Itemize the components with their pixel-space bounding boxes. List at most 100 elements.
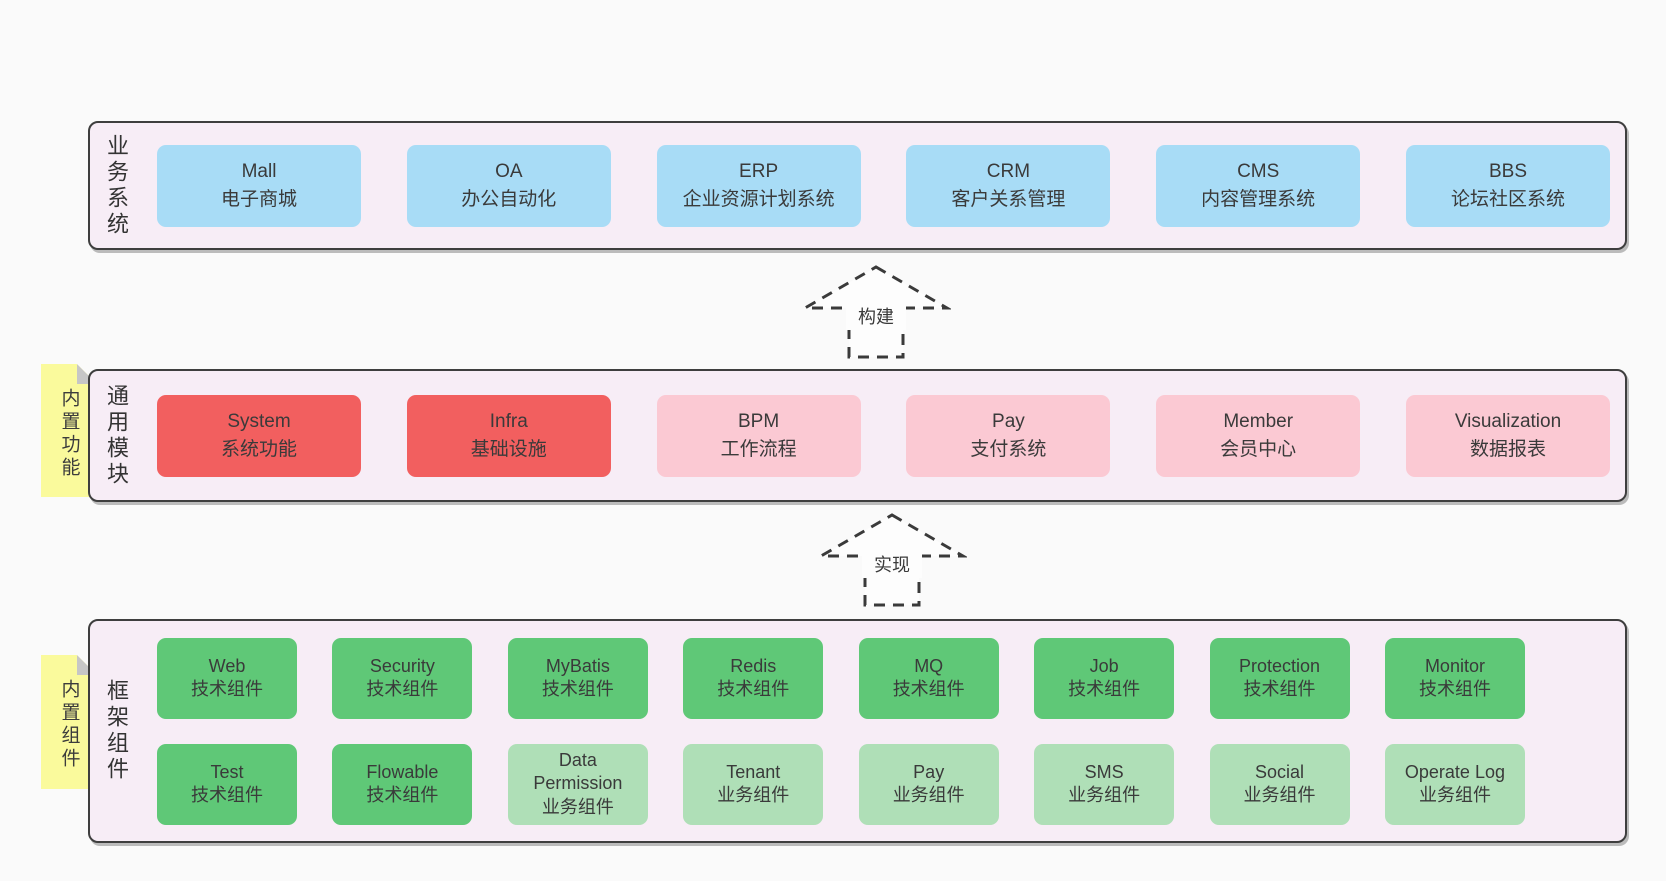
box-subtitle: 论坛社区系统	[1450, 188, 1565, 210]
box-subtitle: 会员中心	[1220, 438, 1297, 460]
box-redis: Redis 技术组件	[683, 637, 824, 719]
box-monitor: Monitor 技术组件	[1384, 637, 1525, 719]
box-name: BBS	[1488, 160, 1527, 182]
box-subtitle: 技术组件	[366, 679, 439, 699]
common-modules-panel: 通用模块 System 系统功能 Infra 基础设施 BPM 工作流程 Pay…	[88, 369, 1627, 502]
box-subtitle: 办公自动化	[461, 188, 557, 210]
box-cms: CMS 内容管理系统	[1156, 144, 1361, 227]
box-mq: MQ 技术组件	[858, 637, 999, 719]
implement-arrow-label: 实现	[874, 555, 910, 575]
box-subtitle: 内容管理系统	[1201, 188, 1316, 210]
up-arrow-icon: 实现	[815, 513, 969, 607]
box-job: Job 技术组件	[1034, 637, 1175, 719]
box-subtitle: 业务组件	[1243, 785, 1316, 805]
box-oa: OA 办公自动化	[406, 144, 611, 227]
box-subtitle: 基础设施	[470, 438, 547, 460]
modules-panel-vertical-label: 通用模块	[104, 383, 129, 488]
box-subtitle: 工作流程	[720, 438, 797, 460]
box-name: Data Permission	[533, 750, 623, 794]
box-name: Infra	[489, 410, 528, 432]
box-subtitle: 业务组件	[892, 785, 965, 805]
box-name: Tenant	[726, 761, 781, 782]
box-name: Social	[1255, 761, 1305, 782]
box-name: Operate Log	[1404, 761, 1505, 782]
box-name: Member	[1223, 410, 1294, 432]
box-name: Pay	[992, 410, 1025, 432]
up-arrow-icon: 构建	[799, 265, 953, 359]
box-subtitle: 技术组件	[366, 785, 439, 805]
box-web: Web 技术组件	[157, 637, 297, 719]
implement-arrow: 实现	[815, 512, 969, 613]
business-systems-panel: 业务系统 Mall 电子商城 OA 办公自动化 ERP 企业资源计划系统 CRM…	[88, 121, 1627, 250]
box-security: Security 技术组件	[332, 637, 473, 719]
box-name: Protection	[1239, 655, 1321, 676]
framework-components-panel: 框架组件 Web 技术组件 Security 技术组件 MyBatis 技术组件…	[88, 619, 1627, 843]
box-member: Member 会员中心	[1156, 394, 1361, 477]
framework-row-1: Web 技术组件 Security 技术组件 MyBatis 技术组件 Redi…	[142, 637, 1625, 719]
box-name: Monitor	[1424, 655, 1485, 676]
build-arrow-label: 构建	[858, 307, 894, 327]
box-subtitle: 技术组件	[892, 679, 965, 699]
box-visualization: Visualization 数据报表	[1405, 394, 1610, 477]
box-operate-log: Operate Log 业务组件	[1384, 743, 1525, 825]
box-flowable: Flowable 技术组件	[332, 743, 473, 825]
box-name: BPM	[738, 410, 780, 432]
box-name: CRM	[986, 160, 1031, 182]
modules-boxes-row: System 系统功能 Infra 基础设施 BPM 工作流程 Pay 支付系统…	[142, 394, 1625, 477]
box-bbs: BBS 论坛社区系统	[1405, 144, 1610, 227]
note-text: 内置功能	[58, 388, 80, 480]
box-data-permission: Data Permission 业务组件	[507, 743, 648, 825]
box-name: MQ	[914, 655, 944, 676]
framework-row-2: Test 技术组件 Flowable 技术组件 Data Permission …	[142, 743, 1625, 825]
box-name: OA	[495, 160, 523, 182]
box-subtitle: 支付系统	[970, 438, 1047, 460]
box-subtitle: 数据报表	[1469, 438, 1546, 460]
box-subtitle: 系统功能	[220, 438, 297, 460]
box-crm: CRM 客户关系管理	[906, 144, 1111, 227]
box-name: Mall	[241, 160, 277, 182]
box-name: CMS	[1237, 160, 1280, 182]
box-name: Visualization	[1454, 410, 1562, 432]
box-social: Social 业务组件	[1209, 743, 1350, 825]
box-subtitle: 业务组件	[541, 796, 614, 817]
box-subtitle: 技术组件	[191, 785, 263, 805]
box-name: ERP	[739, 160, 779, 182]
box-name: Test	[210, 761, 244, 782]
box-subtitle: 技术组件	[191, 679, 263, 699]
box-mall: Mall 电子商城	[157, 144, 361, 227]
box-subtitle: 业务组件	[1068, 785, 1141, 805]
business-panel-vertical-label: 业务系统	[104, 133, 129, 238]
box-subtitle: 技术组件	[717, 679, 790, 699]
box-subtitle: 技术组件	[1418, 679, 1491, 699]
box-name: MyBatis	[545, 655, 610, 676]
box-name: System	[227, 410, 291, 432]
box-subtitle: 电子商城	[220, 188, 297, 210]
box-subtitle: 技术组件	[1068, 679, 1141, 699]
framework-panel-vertical-label: 框架组件	[104, 679, 129, 783]
box-name: Web	[208, 655, 246, 676]
box-name: SMS	[1084, 761, 1124, 782]
box-tenant: Tenant 业务组件	[683, 743, 824, 825]
business-boxes-row: Mall 电子商城 OA 办公自动化 ERP 企业资源计划系统 CRM 客户关系…	[142, 144, 1625, 227]
box-erp: ERP 企业资源计划系统	[656, 144, 861, 227]
box-name: Redis	[730, 655, 777, 676]
build-arrow: 构建	[799, 264, 953, 365]
framework-rows: Web 技术组件 Security 技术组件 MyBatis 技术组件 Redi…	[142, 637, 1625, 825]
built-in-features-note: 内置功能	[41, 364, 97, 497]
box-subtitle: 企业资源计划系统	[682, 188, 835, 210]
box-protection: Protection 技术组件	[1209, 637, 1350, 719]
box-subtitle: 业务组件	[1418, 785, 1491, 805]
box-name: Flowable	[366, 761, 439, 782]
box-name: Security	[369, 655, 435, 676]
box-pay-component: Pay 业务组件	[858, 743, 999, 825]
built-in-components-note: 内置组件	[41, 655, 97, 789]
box-subtitle: 技术组件	[541, 679, 614, 699]
box-pay-system: Pay 支付系统	[906, 394, 1111, 477]
box-subtitle: 业务组件	[717, 785, 790, 805]
box-name: Pay	[913, 761, 945, 782]
box-subtitle: 技术组件	[1243, 679, 1316, 699]
box-test: Test 技术组件	[157, 743, 297, 825]
box-sms: SMS 业务组件	[1034, 743, 1175, 825]
box-system: System 系统功能	[157, 394, 361, 477]
box-bpm: BPM 工作流程	[656, 394, 861, 477]
